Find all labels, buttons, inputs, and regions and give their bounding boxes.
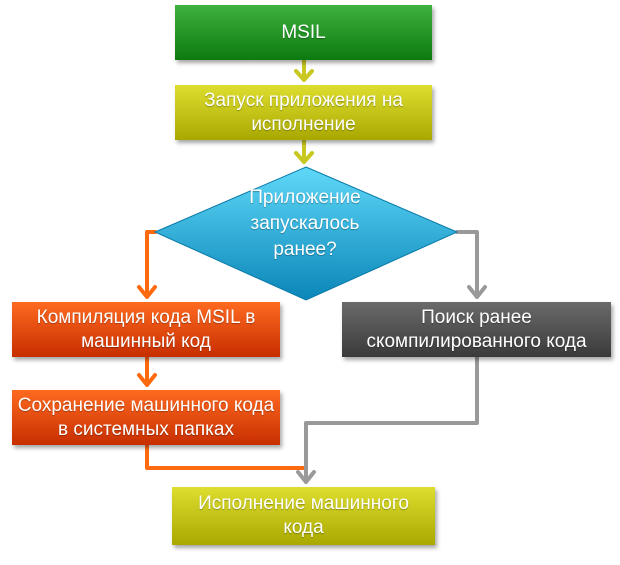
node-label: Сохранение машинного кода в системных па… — [17, 394, 275, 440]
node-execute: Исполнение машинного кода — [172, 487, 435, 545]
arrow-compile-to-save — [137, 355, 157, 387]
decision-label: Приложение запускалось ранее? — [249, 187, 361, 260]
arrow-msil-to-launch — [294, 58, 314, 82]
line-save-to-execute — [145, 443, 308, 470]
node-search: Поиск ранее скомпилированного кода — [342, 302, 611, 357]
node-compile: Компиляция кода MSIL в машинный код — [12, 302, 280, 357]
node-label: Исполнение машинного кода — [198, 493, 409, 538]
node-label: MSIL — [281, 21, 326, 43]
node-save: Сохранение машинного кода в системных па… — [12, 390, 280, 445]
arrow-decision-to-search — [455, 230, 487, 299]
arrow-search-to-execute — [296, 355, 479, 484]
node-label: Запуск приложения на исполнение — [204, 89, 403, 135]
decision-diamond — [153, 166, 459, 301]
arrow-decision-to-compile — [137, 230, 157, 299]
node-launch: Запуск приложения на исполнение — [175, 85, 432, 140]
node-label: Поиск ранее скомпилированного кода — [366, 306, 587, 352]
arrow-launch-to-decision — [294, 138, 314, 164]
node-msil: MSIL — [175, 5, 432, 60]
node-label: Компиляция кода MSIL в машинный код — [36, 306, 256, 352]
